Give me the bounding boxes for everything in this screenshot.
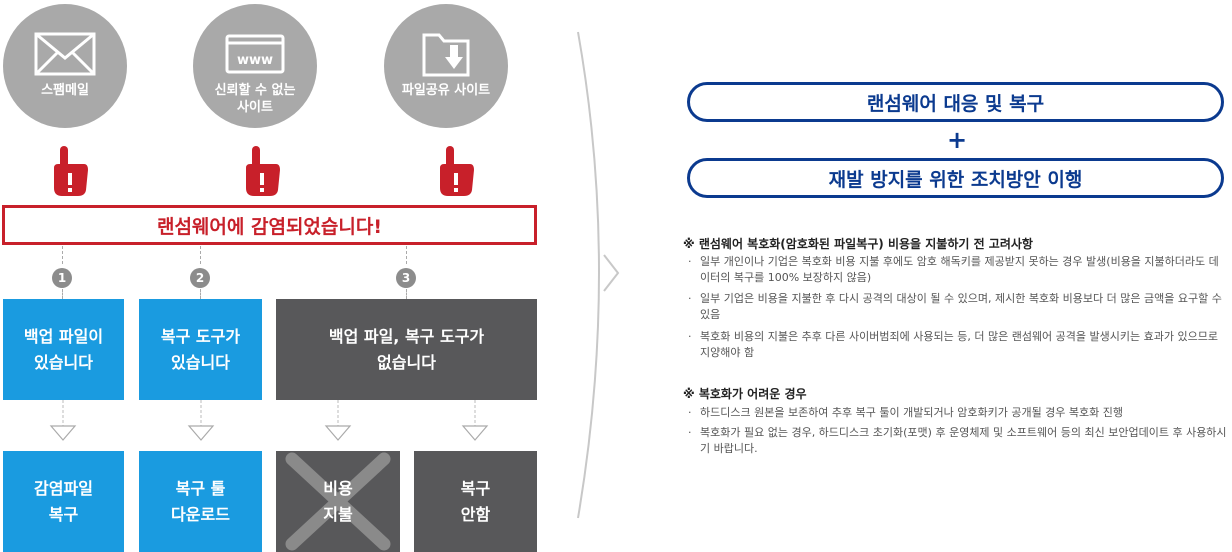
cross-out-icon [285, 452, 391, 551]
condition-no-backup-no-tool: 백업 파일, 복구 도구가 없습니다 [276, 299, 537, 400]
section2-item: ·복호화가 필요 없는 경우, 하드디스크 초기화(포맷) 후 운영체제 및 소… [688, 426, 1227, 455]
response-prevention-pill: 재발 방지를 위한 조치방안 이행 [687, 158, 1224, 198]
down-arrow-icon [461, 400, 489, 441]
source-label: 신뢰할 수 없는 사이트 [214, 83, 296, 115]
response-recovery-pill: 랜섬웨어 대응 및 복구 [687, 82, 1224, 122]
step-number: 2 [190, 268, 210, 288]
source-spam-email: 스팸메일 [3, 4, 127, 128]
step-number: 1 [52, 268, 72, 288]
source-untrusted-site: www 신뢰할 수 없는 사이트 [193, 4, 317, 128]
bracket-divider [577, 31, 620, 519]
section1-item: ·일부 기업은 비용을 지불한 후 다시 공격의 대상이 될 수 있으며, 제시… [688, 292, 1222, 321]
pointing-hand-warning-icon [54, 146, 88, 196]
infection-banner: 랜섬웨어에 감염되었습니다! [2, 205, 537, 245]
pointing-hand-warning-icon [246, 146, 280, 196]
section1-item: ·일부 개인이나 기업은 복호화 비용 지불 후에도 암호 해독키를 제공받지 … [688, 255, 1219, 284]
connector-line [200, 289, 201, 299]
envelope-icon [34, 30, 96, 78]
source-label: 스팸메일 [41, 83, 89, 98]
down-arrow-icon [324, 400, 352, 441]
source-label: 파일공유 사이트 [401, 83, 491, 98]
www-window-icon: www [225, 30, 285, 78]
section2-item: ·하드디스크 원본을 보존하여 추후 복구 툴이 개발되거나 암호화키가 공개될… [688, 406, 1124, 419]
pill-text: 재발 방지를 위한 조치방안 이행 [828, 168, 1083, 191]
condition-recovery-tool-exists: 복구 도구가 있습니다 [139, 299, 262, 400]
plus-sign: + [946, 126, 968, 154]
folder-download-icon [421, 30, 471, 78]
connector-line [62, 246, 63, 264]
step-number: 3 [396, 268, 416, 288]
connector-line [406, 289, 407, 299]
source-file-sharing-site: 파일공유 사이트 [384, 4, 508, 128]
down-arrow-icon [187, 400, 215, 441]
action-no-recovery: 복구 안함 [414, 451, 537, 552]
action-label: 비용 지불 [323, 478, 353, 524]
pointing-hand-warning-icon [440, 146, 474, 196]
down-arrow-icon [49, 400, 77, 441]
connector-line [62, 289, 63, 299]
connector-line [406, 246, 407, 264]
section2-title: ※ 복호화가 어려운 경우 [683, 387, 807, 401]
action-recover-infected-files: 감염파일 복구 [3, 451, 124, 552]
connector-line [200, 246, 201, 264]
section1-title: ※ 랜섬웨어 복호화(암호화된 파일복구) 비용을 지불하기 전 고려사항 [683, 237, 1033, 251]
banner-text: 랜섬웨어에 감염되었습니다! [156, 215, 383, 238]
condition-backup-exists: 백업 파일이 있습니다 [3, 299, 124, 400]
section1-item: ·복호화 비용의 지불은 추후 다른 사이버범죄에 사용되는 등, 더 많은 랜… [688, 330, 1218, 359]
action-download-recovery-tool: 복구 툴 다운로드 [139, 451, 262, 552]
action-pay-ransom: 비용 지불 [276, 451, 400, 552]
www-text: www [237, 53, 273, 68]
pill-text: 랜섬웨어 대응 및 복구 [866, 92, 1045, 115]
